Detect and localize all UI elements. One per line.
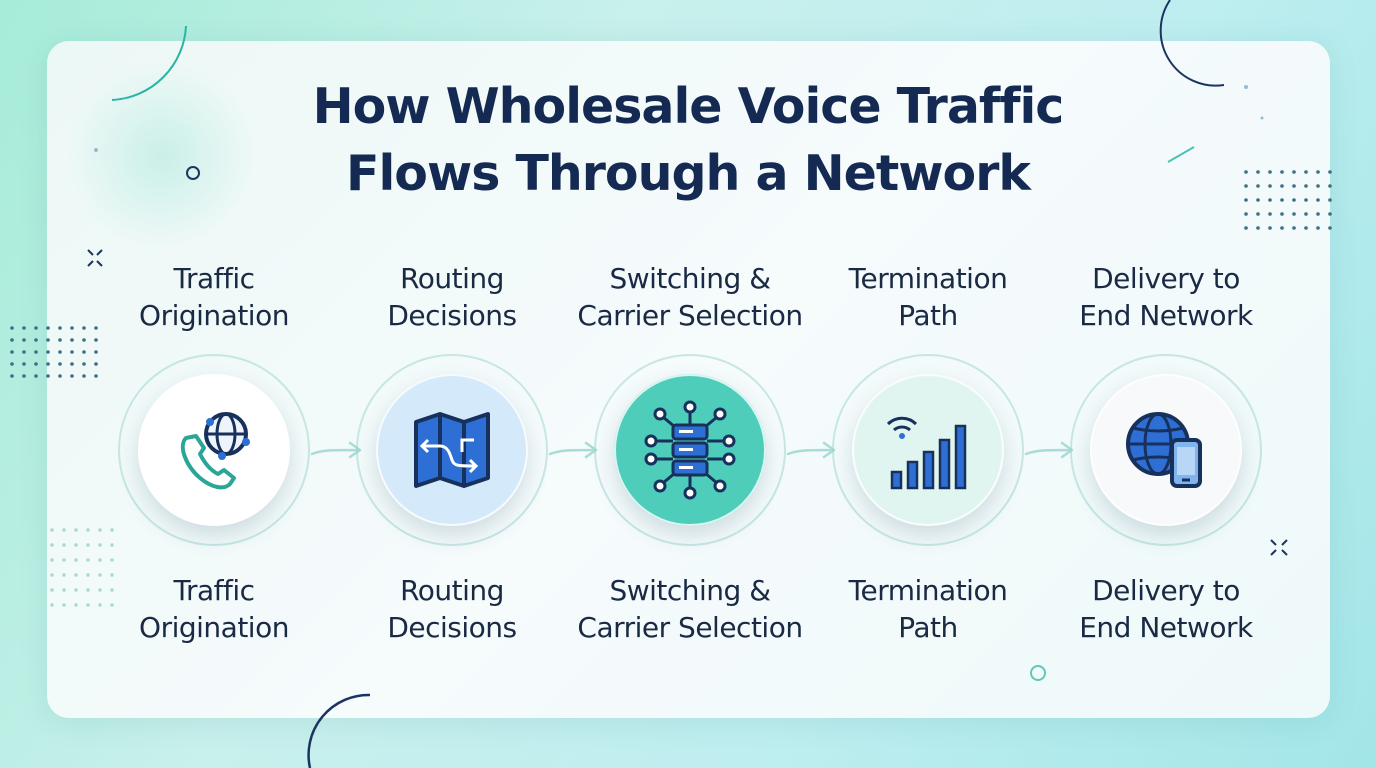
step-2-label-top: Routing Decisions	[387, 262, 517, 332]
network-switch-icon	[644, 400, 736, 500]
step-4-node	[852, 374, 1004, 526]
step-2-ring	[356, 354, 548, 546]
step-1-label-top: Traffic Origination	[139, 262, 289, 332]
step-5-ring	[1070, 354, 1262, 546]
step-1-label-bottom: Traffic Origination	[139, 574, 289, 644]
step-2-label-bottom: Routing Decisions	[387, 574, 517, 644]
arrow-2-to-3	[548, 441, 598, 459]
step-2-node	[376, 374, 528, 526]
step-3-node	[614, 374, 766, 526]
step-3-label-top: Switching & Carrier Selection	[577, 262, 803, 332]
step-4-ring	[832, 354, 1024, 546]
signal-bars-icon	[886, 416, 967, 490]
step-3-label-bottom: Switching & Carrier Selection	[577, 574, 803, 644]
diagram-title-line-1: How Wholesale Voice Traffic	[312, 78, 1065, 135]
step-4-label-bottom: Termination Path	[848, 574, 1008, 644]
step-3-ring	[594, 354, 786, 546]
step-5-label-bottom: Delivery to End Network	[1079, 574, 1253, 644]
phone-globe-icon	[180, 412, 250, 490]
step-4-label-top: Termination Path	[848, 262, 1008, 332]
step-1-ring	[118, 354, 310, 546]
step-5-node	[1090, 374, 1242, 526]
step-1-node	[138, 374, 290, 526]
globe-mobile-icon	[1126, 412, 1202, 488]
step-5-label-top: Delivery to End Network	[1079, 262, 1253, 332]
route-map-icon	[414, 412, 490, 488]
arrow-3-to-4	[786, 441, 836, 459]
arrow-1-to-2	[310, 441, 362, 459]
arrow-4-to-5	[1024, 441, 1074, 459]
diagram-title-line-2: Flows Through a Network	[346, 145, 1031, 202]
background-glow	[67, 61, 257, 251]
